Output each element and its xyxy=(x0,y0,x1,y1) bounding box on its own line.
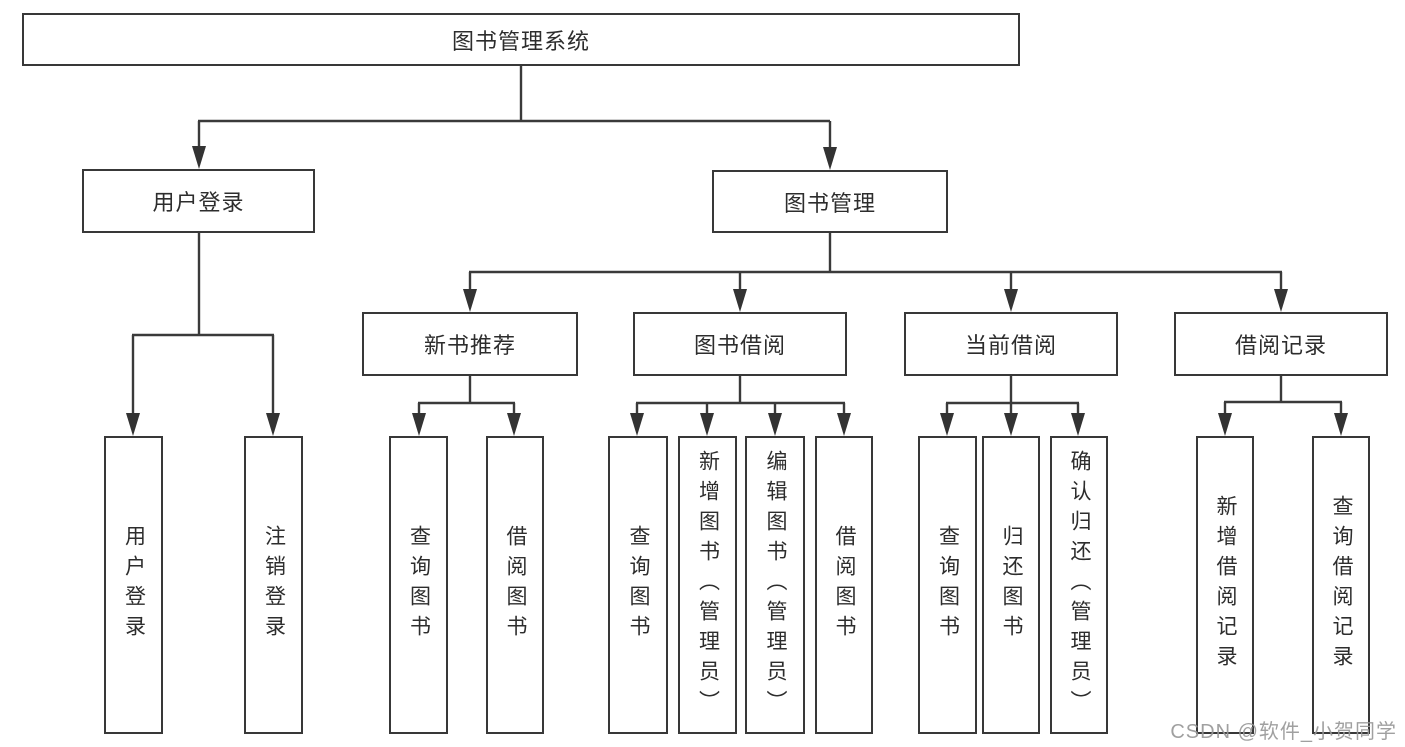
leaf-bb-borrow-book: 借阅图书 xyxy=(815,436,873,734)
node-user-login: 用户登录 xyxy=(82,169,315,233)
leaf-bb-query-book-label: 查询图书 xyxy=(627,525,651,645)
arrowheads xyxy=(126,146,1348,436)
leaf-user-login: 用户登录 xyxy=(104,436,163,734)
node-current-borrowing-label: 当前借阅 xyxy=(964,333,1057,358)
leaf-cb-confirm-return-admin: 确认归还（管理员） xyxy=(1050,436,1108,734)
leaf-logout: 注销登录 xyxy=(244,436,303,734)
node-new-book-recommend-label: 新书推荐 xyxy=(423,333,516,358)
node-book-borrowing-label: 图书借阅 xyxy=(693,333,786,358)
node-library-system-label: 图书管理系统 xyxy=(451,28,590,54)
leaf-nbr-borrow-book-label: 借阅图书 xyxy=(504,525,528,645)
node-book-borrowing: 图书借阅 xyxy=(633,312,847,376)
node-current-borrowing: 当前借阅 xyxy=(904,312,1118,376)
node-library-system: 图书管理系统 xyxy=(22,13,1020,66)
node-borrow-records: 借阅记录 xyxy=(1174,312,1388,376)
leaf-cb-query-book-label: 查询图书 xyxy=(936,525,960,645)
leaf-cb-confirm-return-admin-label: 确认归还（管理员） xyxy=(1068,450,1092,720)
node-user-login-label: 用户登录 xyxy=(152,190,245,215)
leaf-bb-edit-book-admin-label: 编辑图书（管理员） xyxy=(764,450,788,720)
leaf-bb-edit-book-admin: 编辑图书（管理员） xyxy=(745,436,805,734)
node-book-management: 图书管理 xyxy=(712,170,948,233)
leaf-br-query-record-label: 查询借阅记录 xyxy=(1330,495,1354,675)
leaf-nbr-borrow-book: 借阅图书 xyxy=(486,436,544,734)
leaf-nbr-query-book: 查询图书 xyxy=(389,436,448,734)
leaf-br-query-record: 查询借阅记录 xyxy=(1312,436,1370,734)
leaf-logout-label: 注销登录 xyxy=(262,525,286,645)
node-book-management-label: 图书管理 xyxy=(783,190,876,216)
leaf-bb-borrow-book-label: 借阅图书 xyxy=(833,525,857,645)
leaf-nbr-query-book-label: 查询图书 xyxy=(407,525,431,645)
leaf-br-add-record: 新增借阅记录 xyxy=(1196,436,1254,734)
leaf-cb-return-book-label: 归还图书 xyxy=(1000,525,1024,645)
leaf-cb-query-book: 查询图书 xyxy=(918,436,977,734)
leaf-bb-add-book-admin-label: 新增图书（管理员） xyxy=(696,450,720,720)
leaf-bb-query-book: 查询图书 xyxy=(608,436,668,734)
leaf-bb-add-book-admin: 新增图书（管理员） xyxy=(678,436,737,734)
node-borrow-records-label: 借阅记录 xyxy=(1234,333,1327,358)
leaf-cb-return-book: 归还图书 xyxy=(982,436,1040,734)
leaf-user-login-label: 用户登录 xyxy=(122,525,146,645)
leaf-br-add-record-label: 新增借阅记录 xyxy=(1214,495,1238,675)
node-new-book-recommend: 新书推荐 xyxy=(362,312,578,376)
